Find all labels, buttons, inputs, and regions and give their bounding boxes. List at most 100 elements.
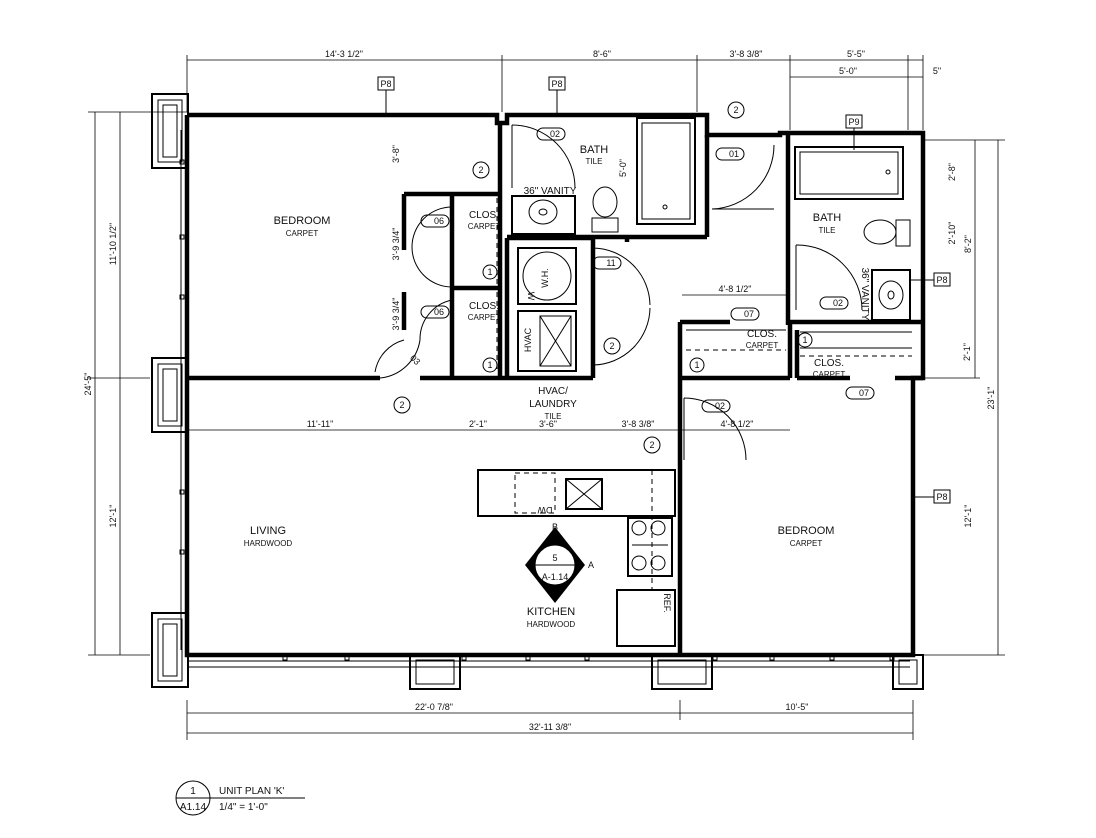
tag-r02c: 02 <box>715 401 725 411</box>
title-block <box>175 780 305 816</box>
tag-p8a: P8 <box>380 79 391 89</box>
dim-top-4: 5'-5" <box>847 49 865 59</box>
tag-boxes <box>377 76 951 504</box>
plan-title: UNIT PLAN 'K' <box>219 786 284 797</box>
dim-top2-1: 5'-0" <box>839 66 857 76</box>
kitchen-finish: HARDWOOD <box>527 620 576 629</box>
tag-p8b: P8 <box>551 79 562 89</box>
clos-c-name: CLOS. <box>747 329 777 340</box>
water-heater-label: W.H. <box>540 268 550 288</box>
door-tag-3: 2 <box>609 341 614 351</box>
dim-bottom-2: 10'-5" <box>786 702 809 712</box>
dim-mid-5: 4'-8 1/2" <box>721 419 754 429</box>
tag-labels: P8 P8 P8 P8 P9 02 01 06 06 11 07 07 02 0… <box>380 79 947 502</box>
tag-r03: 03 <box>408 353 422 367</box>
dim-mid-1: 11'-11" <box>307 419 334 429</box>
tag-p9: P9 <box>848 117 859 127</box>
tag-r02a: 02 <box>550 129 560 139</box>
section-number: 5 <box>552 553 557 563</box>
structural-columns <box>151 93 924 690</box>
bath2-name: BATH <box>813 212 842 224</box>
equipment-labels: W.H. HVAC W DW REF. <box>523 268 672 613</box>
bath1-finish: TILE <box>586 157 603 166</box>
living-finish: HARDWOOD <box>244 539 293 548</box>
clos-d-finish: CARPET <box>813 370 846 379</box>
tag-r07b: 07 <box>859 388 869 398</box>
hvac-finish: TILE <box>545 412 562 421</box>
door-tag-1: 2 <box>478 165 483 175</box>
bedroom2-finish: CARPET <box>790 539 823 548</box>
vanity2-label: 36" VANITY <box>859 268 870 321</box>
dim-clos-width: 4'-8 1/2" <box>719 284 752 294</box>
shelf-tag-2: 1 <box>487 360 492 370</box>
section-marker-labels: B A 5 A-1.14 <box>542 522 594 582</box>
title-block-labels: 1 A1.14 UNIT PLAN 'K' 1/4" = 1'-0" <box>180 786 284 813</box>
dim-top-1: 14'-3 1/2" <box>325 49 363 59</box>
bedroom2-name: BEDROOM <box>778 525 835 537</box>
clos-a-finish: CARPET <box>468 222 501 231</box>
clos-d-name: CLOS. <box>814 358 844 369</box>
doors <box>374 124 863 461</box>
living-name: LIVING <box>250 525 286 537</box>
dim-top-3: 3'-8 3/8" <box>730 49 763 59</box>
dim-mid-2: 2'-1" <box>469 419 487 429</box>
clos-b-name: CLOS. <box>469 301 499 312</box>
room-labels: BEDROOM CARPET BATH TILE 36" VANITY CLOS… <box>244 144 870 629</box>
dim-clos-right: 2'-1" <box>962 343 972 361</box>
clos-b-finish: CARPET <box>468 313 501 322</box>
section-marker <box>525 527 585 603</box>
door-tag-4: 2 <box>399 400 404 410</box>
washer-label: W <box>526 292 536 301</box>
dim-mid-3: 3'-6" <box>539 419 557 429</box>
tag-r02b: 02 <box>833 298 843 308</box>
hvac-name-1: HVAC/ <box>538 386 568 397</box>
interior-walls <box>187 123 923 655</box>
bedroom1-finish: CARPET <box>286 229 319 238</box>
dim-right-outer: 23'-1" <box>986 387 996 410</box>
section-sheet: A-1.14 <box>542 572 569 582</box>
tag-r06a: 06 <box>434 216 444 226</box>
plan-scale: 1/4" = 1'-0" <box>219 802 268 813</box>
vanity1-label: 36" VANITY <box>524 186 577 197</box>
dim-left-inner-1: 11'-10 1/2" <box>108 223 118 265</box>
dim-top2-2: 5" <box>933 66 941 76</box>
door-tag-5: 2 <box>649 440 654 450</box>
bath1-name: BATH <box>580 144 609 156</box>
dim-left-outer: 24'-5" <box>83 373 93 396</box>
bath2-finish: TILE <box>819 226 836 235</box>
clos-a-name: CLOS. <box>469 210 499 221</box>
dim-bath2-1: 2'-8" <box>947 163 957 181</box>
dim-mid-4: 3'-8 3/8" <box>622 419 655 429</box>
kitchen-name: KITCHEN <box>527 606 575 618</box>
dim-interior-4: 5'-0" <box>618 159 628 177</box>
dimension-lines <box>88 55 1005 740</box>
section-letter-a: A <box>588 560 594 570</box>
tag-p8d: P8 <box>936 492 947 502</box>
dim-bottom-1: 22'-0 7/8" <box>415 702 453 712</box>
dishwasher-label: DW <box>537 505 552 515</box>
dim-right-inner-2: 12'-1" <box>963 505 973 528</box>
door-tag-2: 2 <box>733 105 738 115</box>
title-sheet: A1.14 <box>180 802 207 813</box>
dim-interior-3: 3'-9 3/4" <box>391 298 401 331</box>
dim-interior-1: 3'-8" <box>391 145 401 163</box>
tag-r01: 01 <box>729 149 739 159</box>
tag-r06b: 06 <box>434 307 444 317</box>
fixtures <box>477 117 912 647</box>
dimension-labels: 14'-3 1/2" 8'-6" 3'-8 3/8" 5'-5" 5'-0" 5… <box>83 49 996 732</box>
hvac-name-2: LAUNDRY <box>529 399 577 410</box>
shelf-tag-4: 1 <box>802 335 807 345</box>
tag-p8c: P8 <box>936 275 947 285</box>
section-letter-b: B <box>552 522 558 532</box>
dim-interior-2: 3'-9 3/4" <box>391 228 401 261</box>
refrigerator-label: REF. <box>662 593 672 613</box>
dim-left-inner-2: 12'-1" <box>108 505 118 528</box>
dim-right-inner-1: 8'-2" <box>963 235 973 253</box>
hvac-unit-label: HVAC <box>523 327 533 352</box>
dim-bottom-total: 32'-11 3/8" <box>529 722 571 732</box>
shelf-tag-1: 1 <box>487 267 492 277</box>
tag-r07a: 07 <box>744 309 754 319</box>
dim-top-2: 8'-6" <box>593 49 611 59</box>
tag-r11: 11 <box>606 258 615 268</box>
